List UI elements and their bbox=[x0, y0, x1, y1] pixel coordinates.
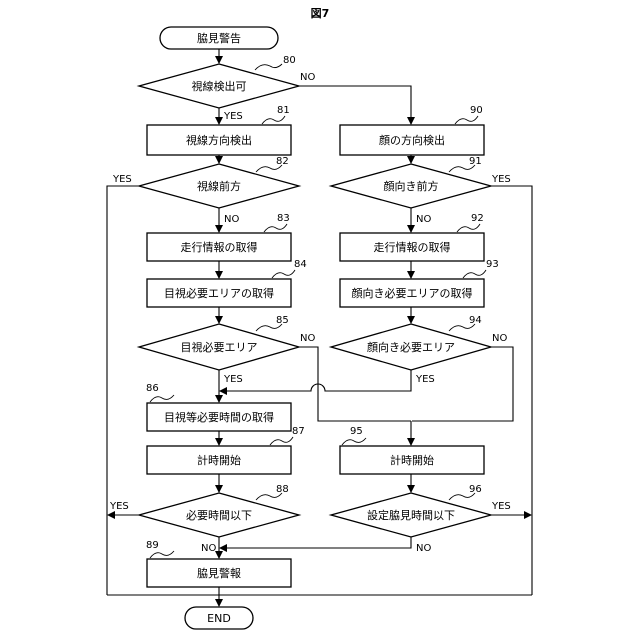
ref-85: 85 bbox=[276, 315, 289, 326]
ref-88: 88 bbox=[276, 484, 289, 495]
process-93-label: 顔向き必要エリアの取得 bbox=[352, 286, 473, 300]
process-86-label: 目視等必要時間の取得 bbox=[164, 410, 274, 424]
edge-d94-yes-p86 bbox=[220, 370, 411, 391]
ref-90: 90 bbox=[470, 105, 483, 116]
ref-91: 91 bbox=[469, 156, 482, 167]
edge-d96-no-merge bbox=[220, 537, 411, 548]
decision-91-label: 顔向き前方 bbox=[384, 179, 439, 193]
ref-92: 92 bbox=[471, 213, 484, 224]
d96-yes-label: YES bbox=[491, 501, 511, 512]
d91-no-label: NO bbox=[416, 214, 431, 225]
decision-96-label: 設定脇見時間以下 bbox=[367, 508, 455, 522]
process-81-label: 視線方向検出 bbox=[186, 133, 252, 147]
ref-87: 87 bbox=[292, 426, 305, 437]
d82-no-label: NO bbox=[224, 214, 239, 225]
d88-no-label: NO bbox=[201, 543, 216, 554]
ref-84: 84 bbox=[294, 259, 307, 270]
d85-no-label: NO bbox=[300, 333, 315, 344]
edge-d80-p90 bbox=[299, 86, 411, 124]
process-95-label: 計時開始 bbox=[390, 453, 434, 467]
process-83-label: 走行情報の取得 bbox=[181, 241, 258, 254]
process-92-label: 走行情報の取得 bbox=[374, 241, 451, 254]
d91-yes-label: YES bbox=[491, 174, 511, 185]
ref-93: 93 bbox=[486, 259, 499, 270]
ref-83-leader bbox=[264, 224, 287, 232]
ref-93-leader bbox=[463, 270, 486, 278]
edge-d91-yes-bus bbox=[491, 186, 532, 595]
ref-96: 96 bbox=[469, 484, 482, 495]
ref-89-leader bbox=[150, 551, 174, 558]
ref-92-leader bbox=[457, 224, 480, 232]
ref-86-leader bbox=[150, 395, 174, 402]
ref-95-leader bbox=[342, 438, 366, 445]
decision-85-label: 目視必要エリア bbox=[181, 340, 258, 354]
decision-94-label: 顔向き必要エリア bbox=[367, 340, 455, 354]
figure-title: 図7 bbox=[311, 6, 330, 20]
d96-no-label: NO bbox=[416, 543, 431, 554]
ref-90-leader bbox=[455, 116, 478, 124]
ref-81: 81 bbox=[277, 105, 290, 116]
ref-80-leader bbox=[255, 64, 282, 70]
ref-87-leader bbox=[270, 437, 293, 445]
d88-yes-label: YES bbox=[109, 501, 129, 512]
ref-95: 95 bbox=[350, 426, 363, 437]
ref-81-leader bbox=[262, 116, 285, 124]
decision-80-label: 視線検出可 bbox=[192, 79, 247, 93]
ref-89: 89 bbox=[146, 540, 159, 551]
start-label: 脇見警告 bbox=[197, 31, 241, 45]
end-label: END bbox=[207, 612, 231, 625]
d80-yes-label: YES bbox=[223, 111, 243, 122]
decision-88-label: 必要時間以下 bbox=[186, 509, 252, 522]
edge-d82-yes-bus bbox=[107, 186, 139, 595]
d94-yes-label: YES bbox=[415, 374, 435, 385]
process-89-label: 脇見警報 bbox=[197, 566, 241, 580]
process-87-label: 計時開始 bbox=[197, 453, 241, 467]
ref-80: 80 bbox=[283, 55, 296, 66]
ref-84-leader bbox=[272, 270, 295, 278]
d82-yes-label: YES bbox=[112, 174, 132, 185]
ref-83: 83 bbox=[277, 213, 290, 224]
d85-yes-label: YES bbox=[223, 374, 243, 385]
d80-no-label: NO bbox=[300, 72, 315, 83]
process-84-label: 目視必要エリアの取得 bbox=[164, 286, 274, 300]
ref-94: 94 bbox=[469, 315, 482, 326]
ref-86: 86 bbox=[146, 383, 159, 394]
process-90-label: 顔の方向検出 bbox=[379, 133, 445, 147]
decision-82-label: 視線前方 bbox=[197, 179, 241, 193]
ref-82: 82 bbox=[276, 156, 289, 167]
d94-no-label: NO bbox=[492, 333, 507, 344]
